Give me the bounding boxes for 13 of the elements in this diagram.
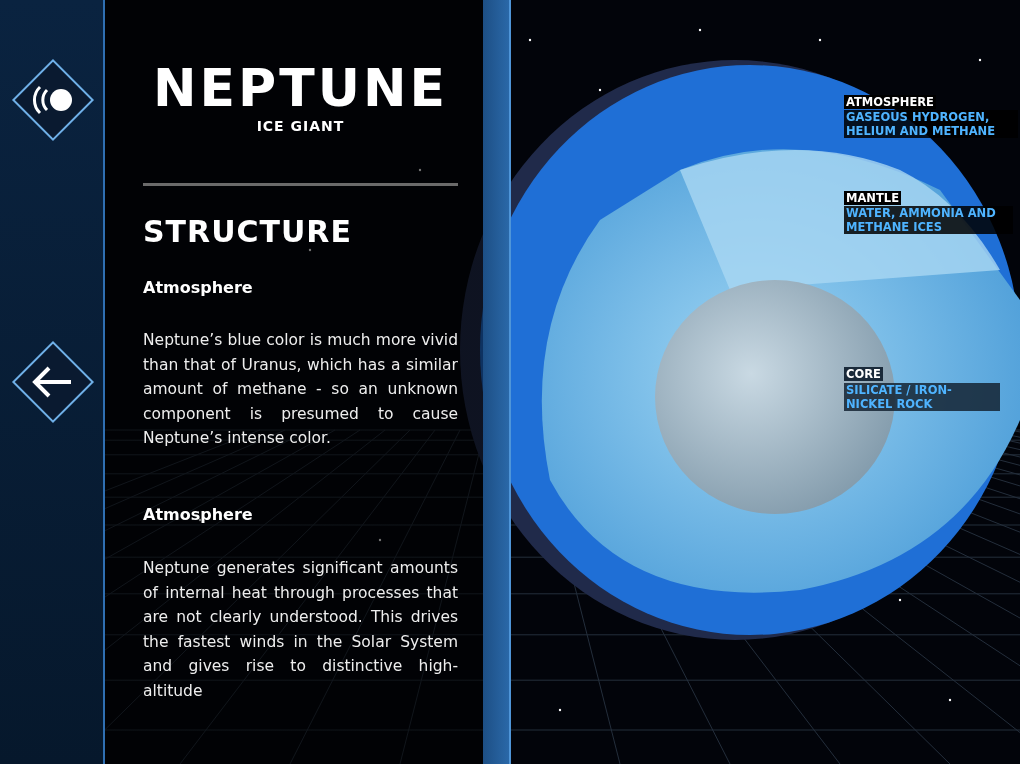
layer-name: ATMOSPHERE — [844, 95, 936, 109]
planet-subtitle: ICE GIANT — [255, 118, 346, 134]
layer-description: SILICATE / IRON-NICKEL ROCK — [844, 383, 1000, 411]
layer-description: GASEOUS HYDROGEN, HELIUM AND METHANE — [844, 110, 1018, 138]
layer-name: CORE — [844, 367, 883, 381]
subsection-heading: Atmosphere — [143, 504, 253, 526]
subsection-heading: Atmosphere — [143, 277, 253, 299]
layer-description: WATER, AMMONIA AND METHANE ICES — [844, 206, 1013, 234]
paragraph: Neptune generates significant amounts of internal heat through processes that are not clearly understood. This drives the fastest winds in the Solar System and gives rise to distinctive high-altitude — [143, 558, 458, 702]
planet-title: NEPTUNE — [152, 57, 449, 120]
paragraph: Neptune’s blue color is much more vivid than that of Uranus, which has a similar amount of methane - so an unknown component is presumed to cause Neptune’s intense color. — [143, 330, 458, 450]
section-heading: STRUCTURE — [143, 213, 352, 251]
layer-name: MANTLE — [844, 191, 901, 205]
